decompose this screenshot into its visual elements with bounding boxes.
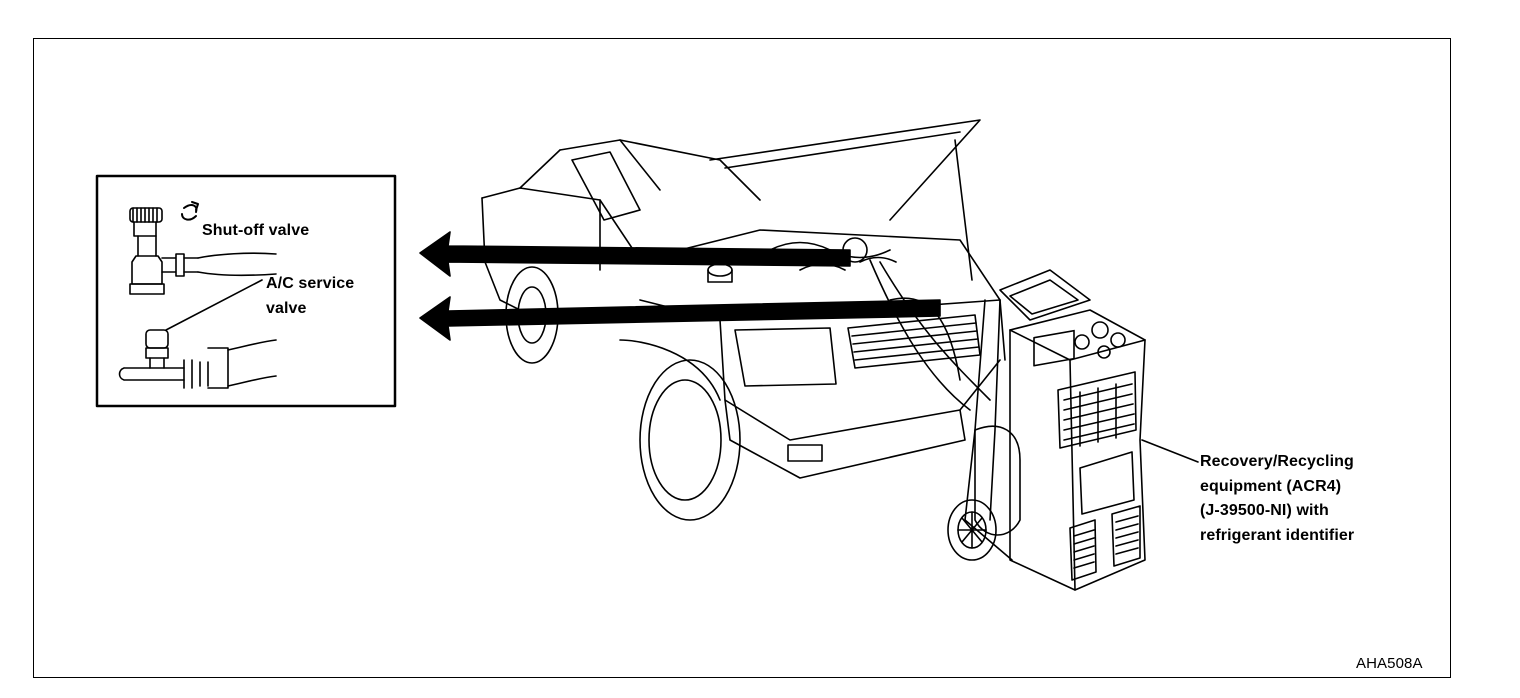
recovery-recycling-equipment-illustration: [947, 269, 1199, 591]
valve-detail-illustration: [118, 207, 277, 389]
rotation-arrow-icon: [181, 201, 199, 221]
arrow-left-icon: [419, 231, 851, 277]
label-ac-service-valve-line1: A/C service: [266, 275, 355, 292]
label-ac-service-valve-line2: valve: [266, 300, 307, 317]
figure-frame: [33, 38, 1451, 678]
label-recovery-equipment: Recovery/Recycling equipment (ACR4) (J-3…: [1200, 453, 1355, 544]
inset-box: [95, 174, 397, 408]
pickup-truck-illustration: [481, 119, 1006, 521]
label-shutoff-valve: Shut-off valve: [202, 222, 310, 239]
arrow-left-icon: [419, 296, 941, 341]
figure-code: AHA508A: [1356, 655, 1423, 672]
